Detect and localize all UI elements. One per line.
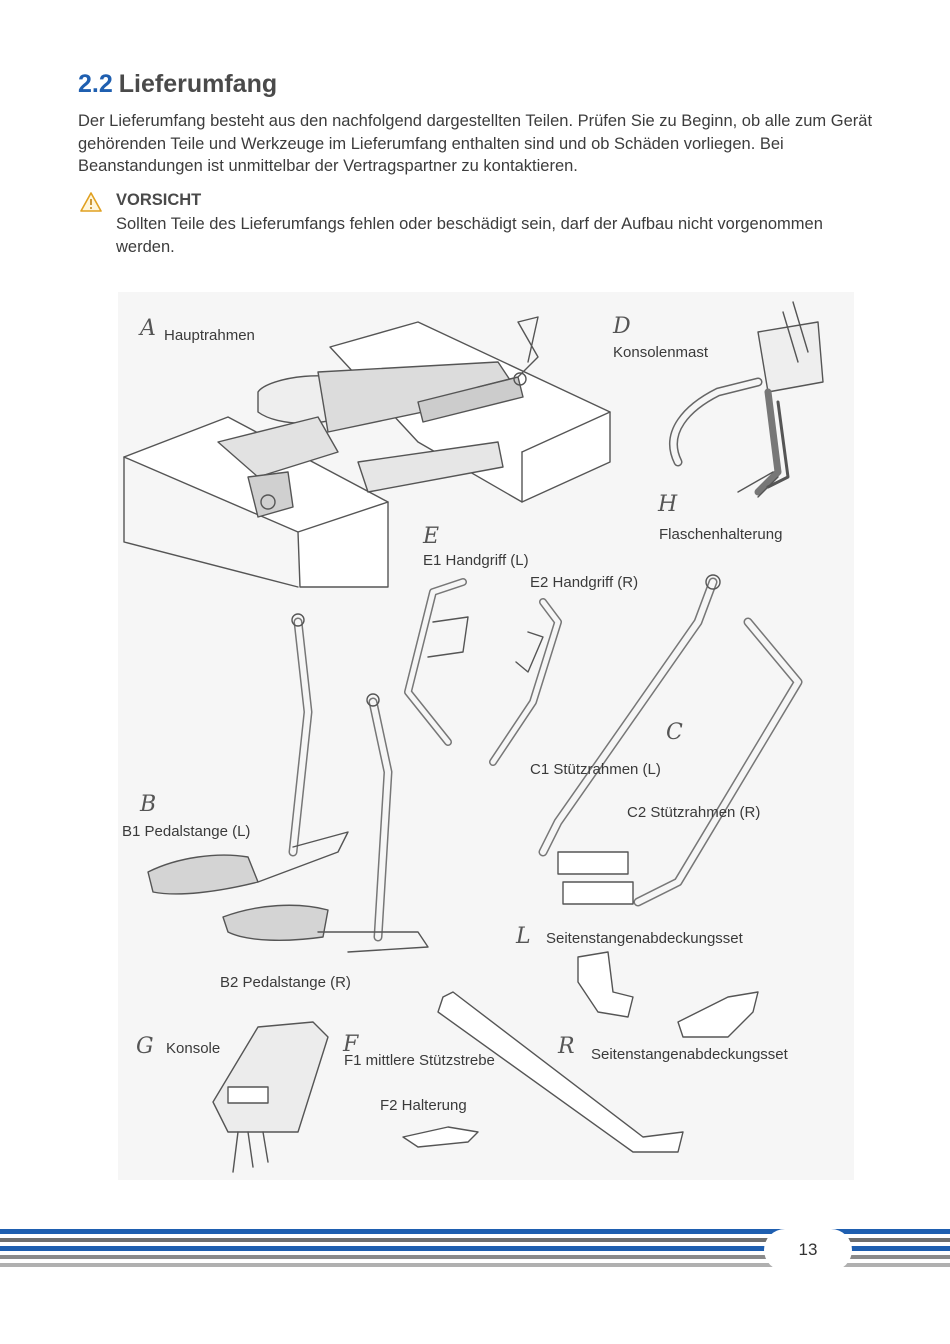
part-letter-e: E bbox=[423, 524, 440, 549]
part-label-seitenstangen-l: Seitenstangenabdeckungsset bbox=[546, 930, 743, 947]
part-letter-c: C bbox=[666, 720, 683, 745]
part-label-e2: E2 Handgriff (R) bbox=[530, 574, 639, 591]
section-number: 2.2 bbox=[78, 70, 113, 98]
part-label-konsole: Konsole bbox=[166, 1040, 221, 1057]
bracket-drawing bbox=[402, 1126, 479, 1148]
part-letter-r: R bbox=[558, 1034, 575, 1059]
part-label-c1: C1 Stützrahmen (L) bbox=[530, 761, 661, 778]
middle-strut-drawing bbox=[437, 991, 684, 1153]
warning-text: Sollten Teile des Lieferumfangs fehlen o… bbox=[116, 215, 823, 256]
parts-diagram: A Hauptrahmen D Konsolenmast H Flaschenh… bbox=[118, 292, 854, 1180]
part-label-e1: E1 Handgriff (L) bbox=[423, 552, 529, 569]
part-label-flaschenhalterung: Flaschenhalterung bbox=[659, 526, 783, 543]
part-label-b1: B1 Pedalstange (L) bbox=[122, 823, 251, 840]
part-label-konsolenmast: Konsolenmast bbox=[613, 344, 709, 361]
console-drawing bbox=[212, 1021, 329, 1173]
part-letter-f: F bbox=[343, 1032, 359, 1057]
footer-stripes bbox=[0, 1229, 950, 1267]
warning-icon bbox=[80, 192, 102, 212]
console-mast-drawing bbox=[669, 301, 824, 498]
part-letter-d: D bbox=[613, 314, 631, 339]
part-label-f2: F2 Halterung bbox=[380, 1097, 467, 1114]
handgrip-drawing bbox=[404, 578, 562, 766]
main-frame-drawing bbox=[123, 316, 611, 588]
part-letter-l: L bbox=[516, 924, 531, 949]
intro-paragraph: Der Lieferumfang besteht aus den nachfol… bbox=[78, 112, 873, 175]
support-frame-drawing bbox=[538, 574, 803, 907]
side-cover-drawing bbox=[577, 951, 759, 1038]
part-label-b2: B2 Pedalstange (R) bbox=[220, 974, 351, 991]
part-label-f1: F1 mittlere Stützstrebe bbox=[344, 1052, 495, 1069]
part-letter-h: H bbox=[658, 492, 678, 517]
part-letter-b: B bbox=[140, 792, 157, 817]
warning-title: VORSICHT bbox=[116, 191, 202, 209]
part-label-hauptrahmen: Hauptrahmen bbox=[164, 327, 255, 344]
pedal-bar-drawing bbox=[147, 613, 429, 953]
part-letter-a: A bbox=[140, 316, 156, 341]
part-label-seitenstangen-r: Seitenstangenabdeckungsset bbox=[591, 1046, 788, 1063]
section-title: Lieferumfang bbox=[118, 70, 278, 98]
parts-drawing bbox=[123, 301, 824, 1173]
part-letter-g: G bbox=[136, 1034, 154, 1059]
page-number: 13 bbox=[764, 1229, 852, 1271]
part-label-c2: C2 Stützrahmen (R) bbox=[627, 804, 761, 821]
